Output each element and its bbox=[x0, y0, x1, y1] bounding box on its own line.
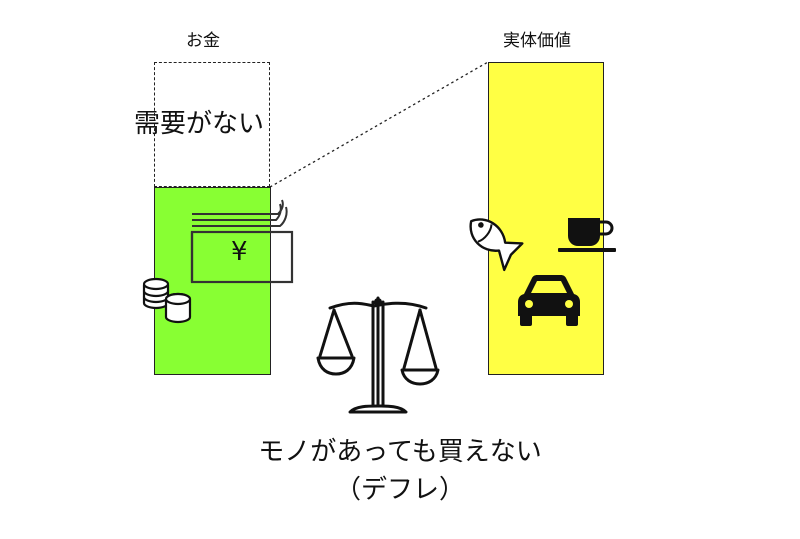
no-demand-text: 需要がない bbox=[134, 109, 265, 139]
yen-symbol: ¥ bbox=[231, 237, 248, 267]
balance-scale-icon bbox=[312, 292, 444, 422]
car-icon bbox=[514, 272, 584, 328]
banknote-icon bbox=[186, 196, 298, 284]
coins-icon bbox=[140, 273, 198, 327]
coffee-cup-icon bbox=[556, 212, 618, 256]
caption-line-2: （デフレ） bbox=[334, 475, 465, 505]
money-label: お金 bbox=[186, 31, 220, 51]
missing-demand-box bbox=[154, 62, 270, 187]
real-value-label: 実体価値 bbox=[503, 31, 571, 51]
fish-icon bbox=[456, 204, 528, 276]
caption-line-1: モノがあっても買えない bbox=[258, 437, 542, 467]
